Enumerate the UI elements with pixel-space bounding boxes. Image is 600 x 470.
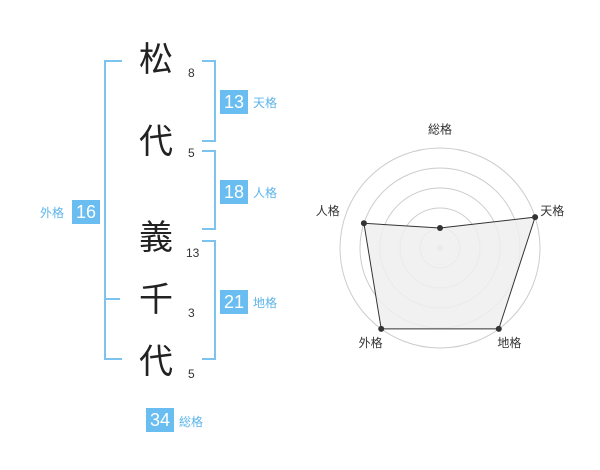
radar-axis-label-4: 外格	[359, 335, 383, 350]
chikaku-value: 21	[220, 290, 248, 314]
radar-data-polygon	[363, 216, 536, 330]
stroke-count-5: 5	[188, 367, 195, 381]
name-char-4: 千	[139, 280, 173, 320]
radar-axis-label-3: 地格	[497, 335, 521, 350]
tenkaku-bracket	[202, 60, 216, 142]
radar-point-4	[378, 325, 385, 332]
radar-point-2	[532, 214, 539, 221]
jinkaku-label: 人格	[253, 186, 278, 200]
chikaku-label: 地格	[253, 296, 278, 310]
radar-points	[360, 214, 539, 332]
name-char-2: 代	[139, 122, 173, 162]
radar-point-5	[360, 220, 367, 227]
soukaku-value: 34	[146, 408, 174, 432]
stroke-count-3: 13	[186, 246, 200, 260]
stroke-count-2: 5	[188, 146, 195, 160]
name-char-3: 義	[139, 218, 173, 258]
soukaku-label: 総格	[179, 415, 204, 429]
tenkaku-value: 13	[220, 90, 248, 114]
tenkaku-label: 天格	[253, 96, 278, 110]
stroke-count-1: 8	[188, 66, 195, 80]
radar-axis-label-2: 天格	[540, 203, 564, 218]
gaikaku-value: 16	[72, 200, 100, 224]
gaikaku-label: 外格	[40, 206, 65, 220]
name-char-1: 松	[139, 40, 173, 80]
radar-axis-label-1: 総格	[428, 122, 452, 137]
gaikaku-bracket	[104, 60, 122, 360]
gaikaku-bracket-tick	[104, 298, 120, 300]
jinkaku-bracket	[202, 150, 216, 230]
name-char-5: 代	[139, 342, 173, 382]
stroke-count-4: 3	[188, 306, 195, 320]
radar-axis-label-5: 人格	[316, 203, 340, 218]
jinkaku-value: 18	[220, 180, 248, 204]
radar-point-1	[437, 225, 443, 231]
radar-point-3	[495, 325, 502, 332]
radar-grid-ring	[339, 147, 541, 349]
chikaku-bracket	[202, 240, 216, 360]
